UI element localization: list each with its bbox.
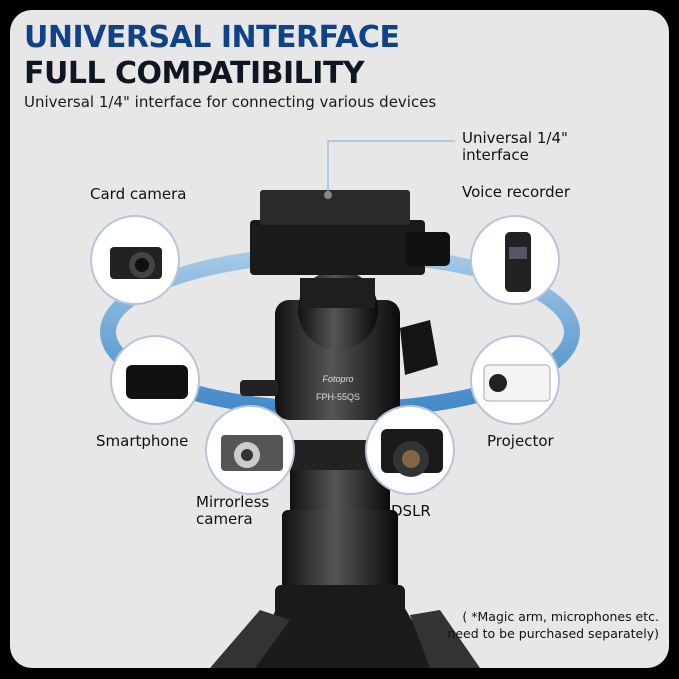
mirrorless-camera-label: Mirrorless camera	[196, 494, 269, 528]
note-line2: need to be purchased separately)	[447, 626, 659, 641]
mirrorless-line1: Mirrorless	[196, 493, 270, 511]
note-line1: ( *Magic arm, microphones etc.	[462, 609, 659, 624]
purchase-note: ( *Magic arm, microphones etc. need to b…	[447, 608, 659, 642]
card-camera-label: Card camera	[90, 185, 187, 203]
voice-recorder-image	[470, 215, 560, 305]
voice-recorder-label: Voice recorder	[462, 183, 570, 201]
model-label: FPH-55QS	[316, 392, 360, 402]
brand-logo: Fotopro	[322, 374, 353, 384]
callout-line2: interface	[462, 146, 529, 164]
dslr-label: DSLR	[391, 502, 431, 520]
tripod-illustration: Fotopro FPH-55QS	[100, 140, 580, 668]
headline-secondary: FULL COMPATIBILITY	[24, 56, 365, 91]
callout-label: Universal 1/4" interface	[462, 130, 568, 164]
projector-image	[470, 335, 560, 425]
projector-label: Projector	[487, 432, 554, 450]
smartphone-image	[110, 335, 200, 425]
headline-primary: UNIVERSAL INTERFACE	[24, 20, 400, 55]
smartphone-label: Smartphone	[96, 432, 189, 450]
subtitle: Universal 1/4" interface for connecting …	[24, 93, 437, 111]
card-camera-image	[90, 215, 180, 305]
mirrorless-camera-image	[205, 405, 295, 495]
mirrorless-line2: camera	[196, 510, 253, 528]
dslr-image	[365, 405, 455, 495]
product-card: Fotopro FPH-55QS UNIVERSAL INTERFACE FUL…	[10, 10, 669, 668]
callout-line1: Universal 1/4"	[462, 129, 568, 147]
